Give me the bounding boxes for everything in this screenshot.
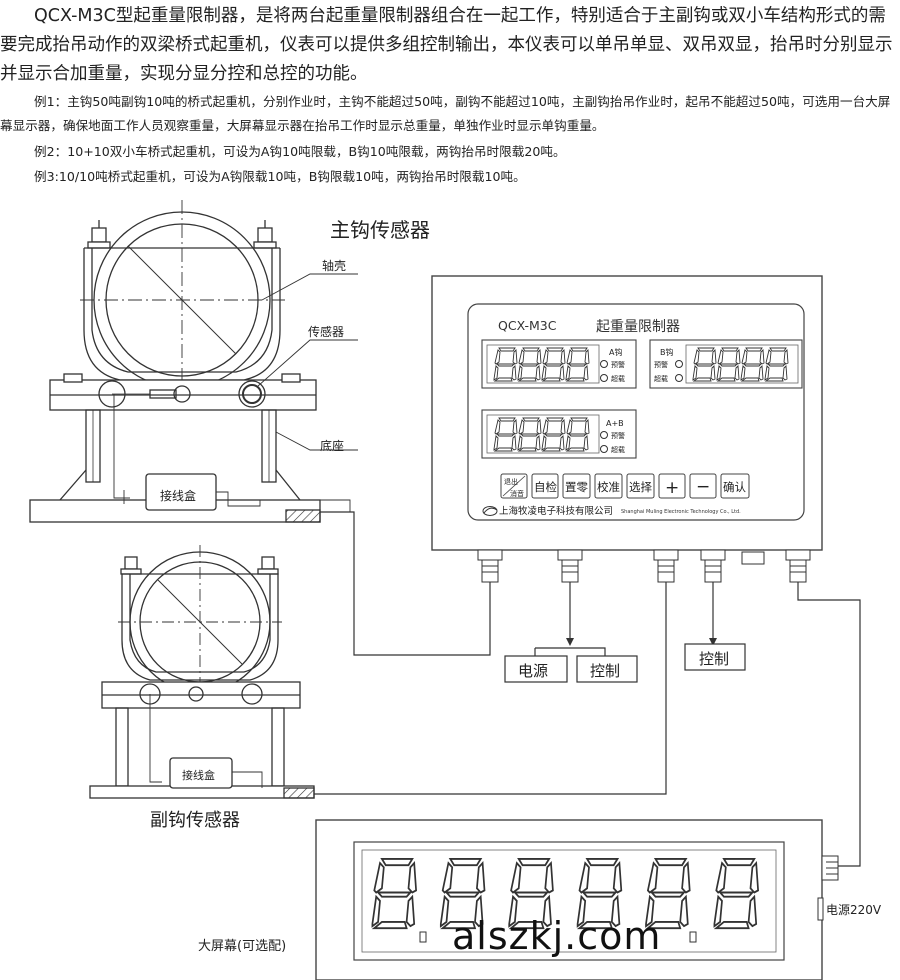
display-a-lamp1: 预警 xyxy=(611,360,625,369)
wiring-lines xyxy=(314,511,861,867)
confirm-label: 确认 xyxy=(723,480,746,494)
main-junction-box-label: 接线盒 xyxy=(160,488,196,503)
display-b-lamp2: 超载 xyxy=(654,374,668,383)
company-name-cn: 上海牧凌电子科技有限公司 xyxy=(499,505,613,517)
zero-button[interactable] xyxy=(562,473,591,499)
calibrate-button[interactable] xyxy=(594,473,623,499)
confirm-button[interactable] xyxy=(720,473,750,499)
main-leader-lines xyxy=(257,273,358,451)
big-screen xyxy=(315,819,839,980)
minus-button[interactable] xyxy=(689,473,717,499)
display-ab-lamp1: 预警 xyxy=(611,431,625,440)
aux-sensor-title: 副钩传感器 xyxy=(150,810,240,831)
label-base: 底座 xyxy=(320,438,344,453)
controller-model: QCX-M3C xyxy=(498,318,557,333)
main-hook-sensor xyxy=(29,200,351,523)
display-b-label: B钩 xyxy=(660,347,674,357)
control-output-label-2: 控制 xyxy=(699,650,729,668)
zero-label: 置零 xyxy=(565,480,588,494)
controller-buttons xyxy=(500,473,750,499)
company-name-en: Shanghai Muling Electronic Technology Co… xyxy=(621,509,741,515)
intro-paragraph: QCX-M3C型起重量限制器，是将两台起重量限制器组合在一起工作，特别适合于主副… xyxy=(0,2,896,89)
example-3: 例3:10/10吨桥式起重机，可设为A钩限载10吨，B钩限载10吨，两钩抬吊时限… xyxy=(34,169,526,184)
example-2: 例2：10+10双小车桥式起重机，可设为A钩10吨限载，B钩10吨限载，两钩抬吊… xyxy=(34,144,566,159)
display-a xyxy=(481,339,637,389)
display-ab-lamp2: 超载 xyxy=(611,445,625,454)
plus-button[interactable] xyxy=(658,473,686,499)
control-output-label-1: 控制 xyxy=(590,662,620,680)
intro-paragraph-text: QCX-M3C型起重量限制器，是将两台起重量限制器组合在一起工作，特别适合于主副… xyxy=(0,6,893,84)
big-screen-label: 大屏幕(可选配) xyxy=(198,939,286,954)
self-check-label: 自检 xyxy=(534,480,557,494)
example-1: 例1：主钩50吨副钩10吨的桥式起重机，分别作业时，主钩不能超过50吨，副钩不能… xyxy=(0,90,896,138)
exit-mute-bottom: 消音 xyxy=(510,489,524,498)
controller-name: 起重量限制器 xyxy=(596,319,680,335)
select-button[interactable] xyxy=(626,473,655,499)
aux-junction-box-label: 接线盒 xyxy=(182,768,215,782)
calibrate-label: 校准 xyxy=(597,480,620,494)
power-output-label: 电源 xyxy=(518,662,548,680)
minus-label: − xyxy=(696,477,710,497)
plus-label: + xyxy=(665,478,679,498)
display-a-label: A钩 xyxy=(609,347,622,357)
display-b xyxy=(649,339,803,389)
label-sensor: 传感器 xyxy=(308,324,344,339)
output-boxes xyxy=(504,643,746,683)
watermark: alszkj.com xyxy=(452,914,662,958)
self-check-button[interactable] xyxy=(531,473,559,499)
display-b-lamp1: 预警 xyxy=(654,360,668,369)
label-shaft-shell: 轴壳 xyxy=(322,258,346,273)
big-screen-power-label: 电源220V xyxy=(826,903,882,917)
company-logo xyxy=(482,506,498,516)
main-sensor-title: 主钩传感器 xyxy=(330,218,430,242)
exit-mute-top: 退出 xyxy=(504,477,518,486)
cable-glands xyxy=(477,549,811,583)
display-ab xyxy=(481,409,637,459)
select-label: 选择 xyxy=(629,480,652,494)
display-a-lamp2: 超载 xyxy=(611,374,625,383)
display-ab-label: A+B xyxy=(606,419,624,428)
example-1-text: 例1：主钩50吨副钩10吨的桥式起重机，分别作业时，主钩不能超过50吨，副钩不能… xyxy=(0,94,891,133)
aux-hook-sensor xyxy=(89,545,315,799)
